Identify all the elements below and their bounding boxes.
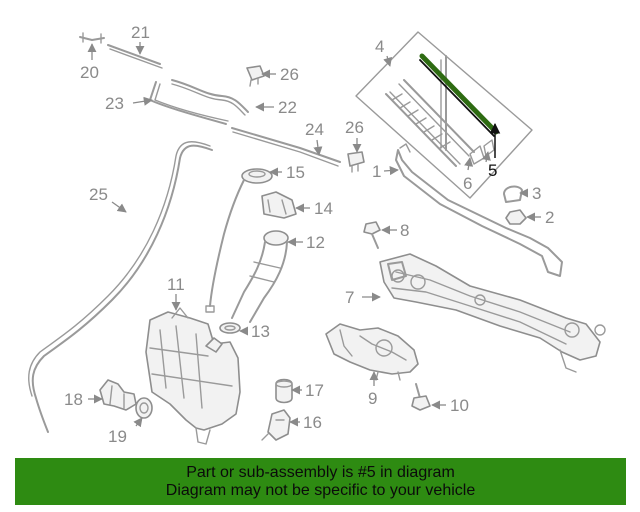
callout-8: 8 — [400, 221, 409, 240]
part-12-filler-neck — [231, 230, 289, 323]
callout-13: 13 — [251, 322, 270, 341]
part-1-wiper-arm — [395, 143, 563, 277]
callout-6: 6 — [463, 174, 472, 193]
part-4-blade-box — [355, 31, 533, 199]
part-24-hose — [231, 127, 341, 167]
leader-lines — [87, 42, 541, 428]
callout-24: 24 — [305, 120, 324, 139]
callout-14: 14 — [314, 199, 333, 218]
callout-labels: 20 21 22 23 24 26 26 25 1 3 2 4 5 6 7 8 … — [64, 23, 554, 446]
callout-21: 21 — [131, 23, 150, 42]
part-2-nut — [505, 209, 527, 225]
callout-9: 9 — [368, 389, 377, 408]
part-9-motor — [325, 323, 419, 381]
part-13-seal — [219, 322, 241, 334]
callout-5: 5 — [488, 161, 497, 180]
part-19-grommet — [135, 397, 153, 419]
callout-12: 12 — [306, 233, 325, 252]
callout-10: 10 — [450, 396, 469, 415]
part-3-cap — [503, 185, 523, 203]
banner-line-2: Diagram may not be specific to your vehi… — [165, 481, 476, 499]
callout-26-lower: 26 — [345, 118, 364, 137]
banner-line-1: Part or sub-assembly is #5 in diagram — [186, 463, 455, 481]
callout-11: 11 — [167, 275, 185, 294]
callout-26-upper: 26 — [280, 65, 299, 84]
part-15-cap — [205, 168, 273, 313]
part-21-hose — [107, 44, 163, 69]
part-16-sensor — [261, 409, 291, 441]
info-banner: Part or sub-assembly is #5 in diagram Di… — [15, 458, 626, 505]
callout-4: 4 — [375, 37, 384, 56]
callout-19: 19 — [108, 427, 127, 446]
part-26-nozzle-lower — [347, 151, 365, 173]
callout-20: 20 — [80, 63, 99, 82]
callout-16: 16 — [303, 413, 322, 432]
callout-17: 17 — [305, 381, 324, 400]
parts-diagram: 20 21 22 23 24 26 26 25 1 3 2 4 5 6 7 8 … — [28, 23, 606, 446]
callout-22: 22 — [278, 98, 297, 117]
callout-18: 18 — [64, 390, 83, 409]
part-22-hose — [171, 79, 249, 116]
callout-2: 2 — [545, 208, 554, 227]
part-18-pump — [99, 379, 137, 411]
part-11-reservoir — [145, 307, 241, 445]
part-23-hose — [149, 81, 229, 125]
part-5-blade-refill — [419, 53, 499, 137]
part-10-bolt — [411, 383, 431, 411]
callout-3: 3 — [532, 184, 541, 203]
part-25-hose — [28, 141, 213, 433]
callout-23: 23 — [105, 94, 124, 113]
part-14-bracket — [261, 191, 297, 219]
part-17-grommet — [275, 378, 293, 404]
callout-15: 15 — [286, 163, 305, 182]
part-20-connector — [79, 32, 105, 44]
part-7-linkage — [379, 253, 606, 373]
callout-1: 1 — [372, 162, 381, 181]
part-26-nozzle-upper — [246, 65, 265, 87]
callout-25: 25 — [89, 185, 108, 204]
part-8-bolt — [363, 221, 381, 249]
callout-7: 7 — [345, 288, 354, 307]
